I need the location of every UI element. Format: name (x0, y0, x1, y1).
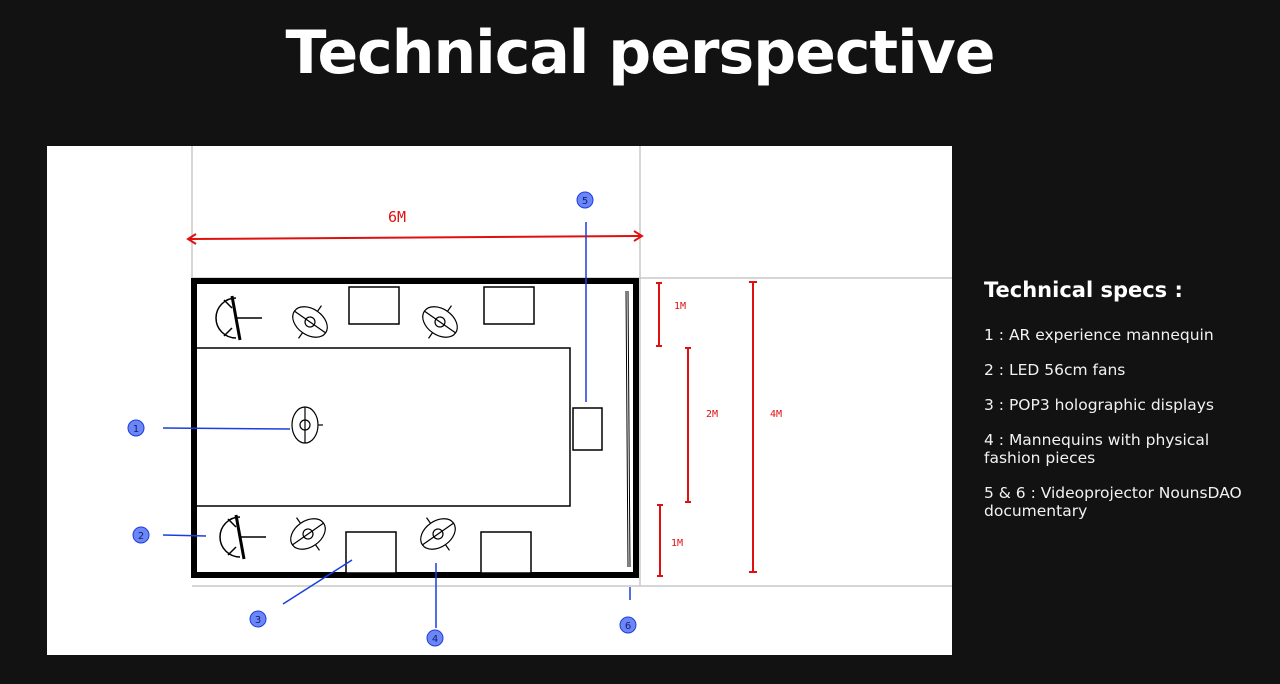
marker-6: 6 (619, 616, 637, 634)
marker-label: 1 (133, 424, 139, 435)
width-dimension: 6M (186, 208, 644, 245)
bottom-aisle-label: 1M (671, 538, 683, 549)
marker-5: 5 (576, 191, 594, 209)
spec-item: 2 : LED 56cm fans (984, 361, 1126, 379)
top-aisle-label: 1M (674, 301, 686, 312)
marker-1: 1 (127, 419, 145, 437)
specs-heading: Technical specs : (984, 278, 1183, 302)
mannequin-icon (420, 517, 456, 551)
center-label: 2M (706, 409, 718, 420)
marker-4: 4 (426, 629, 444, 647)
display (480, 531, 532, 574)
width-label: 6M (388, 208, 406, 226)
floor-plan-sketch: 6M 1M 2M 1M 4M (47, 146, 952, 655)
led-fans (215, 295, 266, 560)
led-fan-icon (219, 514, 266, 560)
central-platform (193, 347, 571, 507)
depth-label: 4M (770, 409, 782, 420)
mannequin-icon (291, 406, 323, 444)
spec-item: 4 : Mannequins with physical fashion pie… (984, 431, 1210, 467)
marker-label: 6 (625, 621, 631, 632)
display (348, 286, 400, 325)
marker-label: 3 (255, 615, 261, 626)
marker-label: 5 (582, 196, 588, 207)
spec-item: 1 : AR experience mannequin (984, 326, 1214, 344)
videoprojector (572, 407, 603, 451)
display (483, 286, 535, 325)
depth-dimensions (656, 281, 757, 577)
page-title: Technical perspective (285, 18, 996, 88)
marker-label: 4 (432, 634, 438, 645)
mannequin-icon (422, 305, 458, 339)
holographic-displays (345, 286, 535, 574)
marker-3: 3 (249, 610, 267, 628)
mannequin-icon (290, 517, 326, 551)
callout-lines (162, 222, 631, 628)
mannequin-icon (292, 305, 328, 339)
mannequins (290, 305, 458, 551)
marker-label: 2 (138, 531, 144, 542)
display (345, 531, 397, 574)
floor-plan-svg: 6M 1M 2M 1M 4M (127, 146, 952, 647)
spec-item: 3 : POP3 holographic displays (984, 396, 1214, 414)
technical-specs: Technical specs : 1 : AR experience mann… (984, 278, 1274, 537)
spec-item: 5 & 6 : Videoprojector NounsDAO document… (984, 484, 1242, 520)
led-fan-icon (215, 295, 262, 341)
marker-2: 2 (132, 526, 150, 544)
callout-markers: 1 2 3 4 5 6 (127, 191, 637, 647)
